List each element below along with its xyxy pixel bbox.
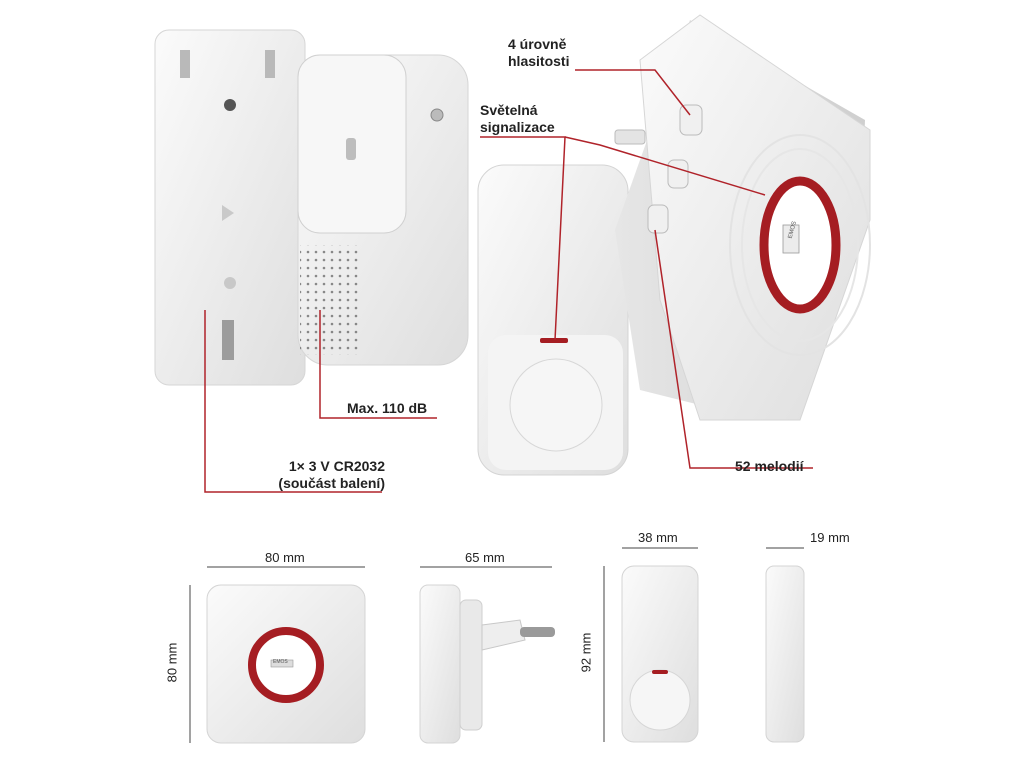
dim-receiver-width: 80 mm	[265, 550, 305, 565]
label-battery-line1: 1× 3 V CR2032	[288, 458, 385, 474]
label-volume-line1: 4 úrovně	[508, 36, 567, 52]
dim-button-depth: 19 mm	[810, 530, 850, 545]
label-volume-levels: 4 úrovně hlasitosti	[508, 36, 569, 70]
label-melodies: 52 melodií	[735, 458, 804, 474]
label-volume-line2: hlasitosti	[508, 53, 570, 69]
receiver-front	[614, 14, 871, 421]
brand-logo-small: EMOS	[273, 659, 288, 665]
dim-button-height: 92 mm	[578, 632, 594, 673]
label-light-line2: signalizace	[480, 119, 555, 135]
dim-receiver-height: 80 mm	[164, 642, 180, 683]
label-light-line1: Světelná	[480, 102, 538, 118]
receiver-back-view	[297, 54, 469, 366]
label-max-db: Max. 110 dB	[347, 400, 428, 416]
push-button-front	[477, 164, 629, 476]
dim-button-width: 38 mm	[638, 530, 678, 545]
label-battery: 1× 3 V CR2032 (součást balení)	[255, 458, 385, 492]
button-back-view	[154, 29, 306, 386]
label-light-signal: Světelná signalizace	[480, 102, 555, 136]
leader-lines	[204, 69, 813, 493]
dim-receiver-depth: 65 mm	[465, 550, 505, 565]
dimension-drawings	[189, 547, 805, 744]
label-battery-line2: (součást balení)	[278, 475, 385, 491]
